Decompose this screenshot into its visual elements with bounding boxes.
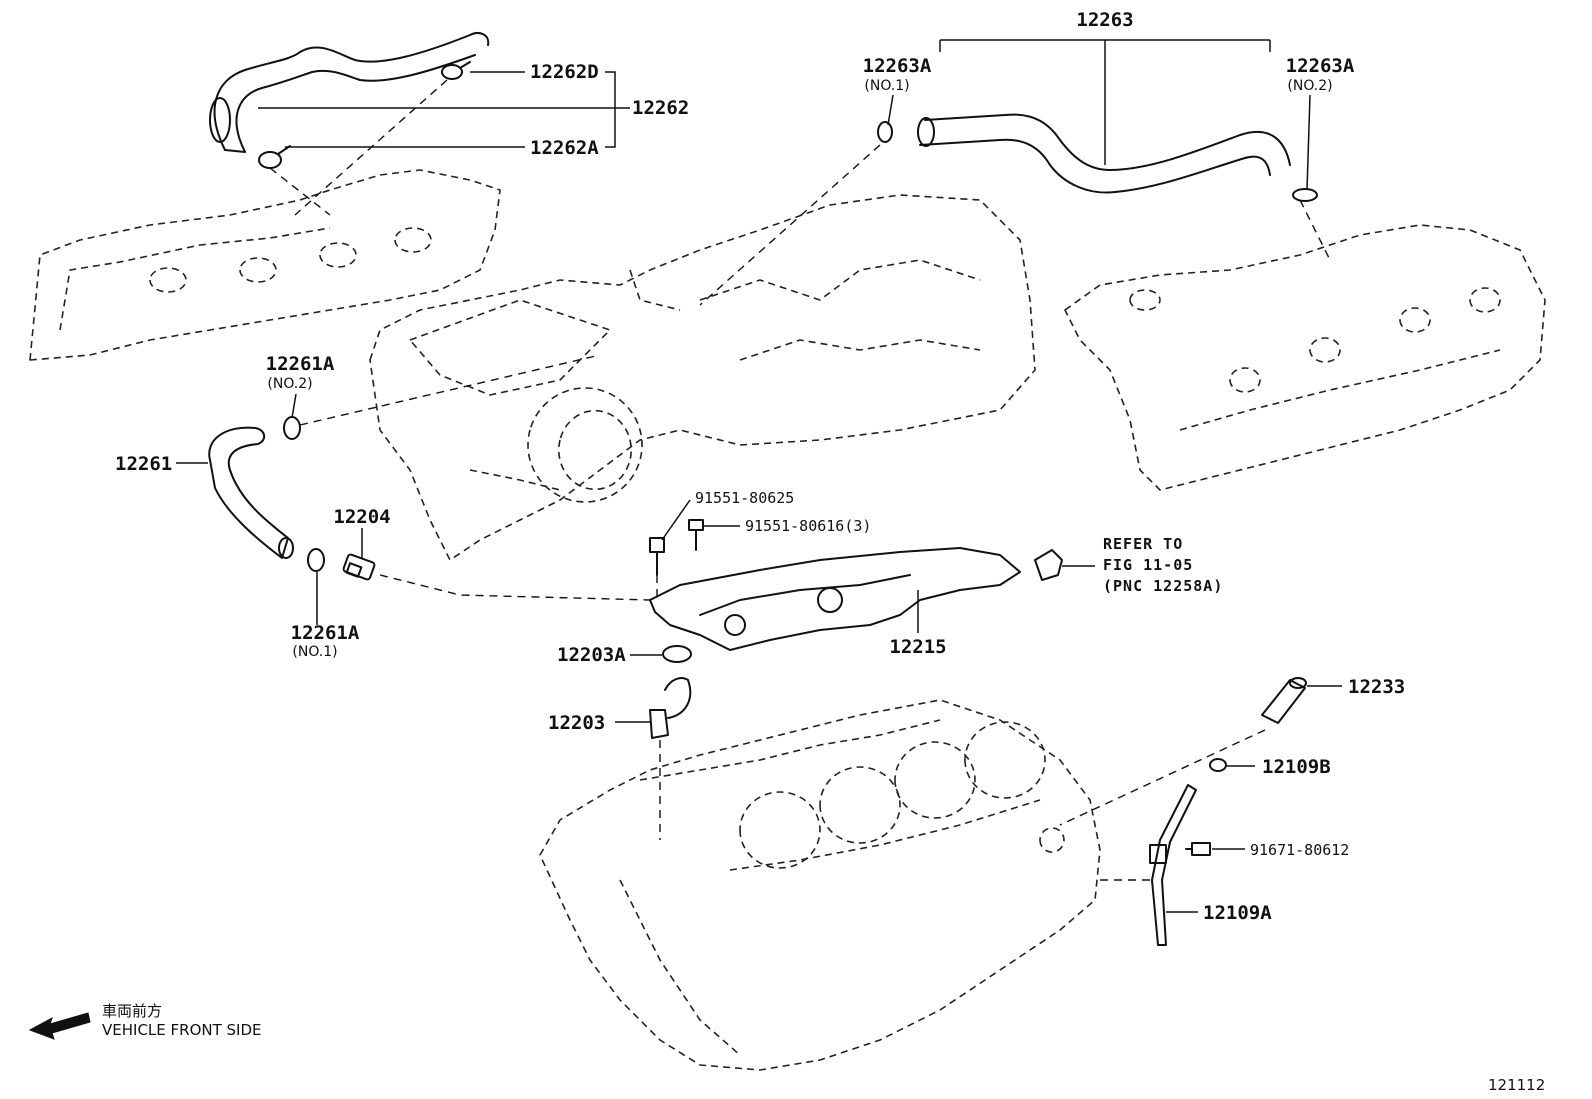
label-12261A-no2: 12261A	[266, 353, 335, 375]
clamp-12261A-no1	[307, 548, 325, 572]
bolt-91551-80625	[649, 537, 665, 576]
vehicle-front-english: VEHICLE FRONT SIDE	[102, 1021, 262, 1039]
valve-12204	[342, 553, 376, 581]
reference-line-1: REFER TO	[1103, 535, 1183, 553]
oring-12109B	[1209, 758, 1227, 772]
label-12262: 12262	[632, 97, 689, 119]
label-12109A: 12109A	[1203, 902, 1272, 924]
label-12261A-no2-sub: (NO.2)	[267, 376, 312, 392]
clamp-12261A-no2	[283, 416, 301, 440]
leader-lines	[176, 39, 1342, 913]
vehicle-front-japanese: 車両前方	[102, 1002, 162, 1020]
intake-manifold-outline	[369, 194, 1036, 561]
left-cylinder-head-cover-outline	[29, 169, 501, 361]
right-cylinder-head-cover-outline	[1064, 224, 1546, 491]
label-12262D: 12262D	[530, 61, 599, 83]
label-91551-80616: 91551-80616(3)	[745, 517, 871, 535]
label-12203: 12203	[548, 712, 605, 734]
label-12263A-no1: 12263A	[863, 55, 932, 77]
assembly-lines	[269, 79, 1331, 881]
label-12261A-no1: 12261A	[291, 622, 360, 644]
reference-line-2: FIG 11-05	[1103, 556, 1193, 574]
arrow-left-icon	[28, 1012, 91, 1040]
label-12203A: 12203A	[557, 644, 626, 666]
clamp-12262A	[258, 145, 291, 169]
label-12263A-no2: 12263A	[1286, 55, 1355, 77]
clamp-12263A-no1	[877, 121, 893, 143]
label-12215: 12215	[889, 636, 946, 658]
reference-line-3: (PNC 12258A)	[1103, 577, 1223, 595]
label-12109B: 12109B	[1262, 756, 1331, 778]
clamp-12263A-no2	[1292, 188, 1318, 202]
cylinder-block-outline	[539, 699, 1101, 1071]
label-12233: 12233	[1348, 676, 1405, 698]
guide-12233	[1261, 677, 1307, 724]
label-12263: 12263	[1076, 9, 1133, 31]
label-12204: 12204	[333, 506, 390, 528]
pipe-12203	[649, 677, 692, 739]
illustration-number: 121112	[1488, 1076, 1545, 1094]
separator-plate-12215	[649, 547, 1021, 651]
label-12261: 12261	[115, 453, 172, 475]
label-12263A-no2-sub: (NO.2)	[1287, 78, 1332, 94]
grommet-12258A	[1034, 549, 1063, 581]
label-91671-80612: 91671-80612	[1250, 841, 1349, 859]
gauge-12109A	[1149, 784, 1197, 946]
hose-12263	[917, 113, 1291, 194]
bolt-91671-80612	[1185, 842, 1211, 856]
clamp-12262D	[441, 61, 471, 80]
hose-12261	[208, 426, 294, 559]
gasket-12203A	[662, 645, 692, 663]
label-91551-80625: 91551-80625	[695, 489, 794, 507]
label-12262A: 12262A	[530, 137, 599, 159]
label-12261A-no1-sub: (NO.1)	[292, 644, 337, 660]
label-12263A-no1-sub: (NO.1)	[864, 78, 909, 94]
bolt-91551-80616	[688, 519, 704, 551]
hose-12262	[209, 32, 490, 153]
